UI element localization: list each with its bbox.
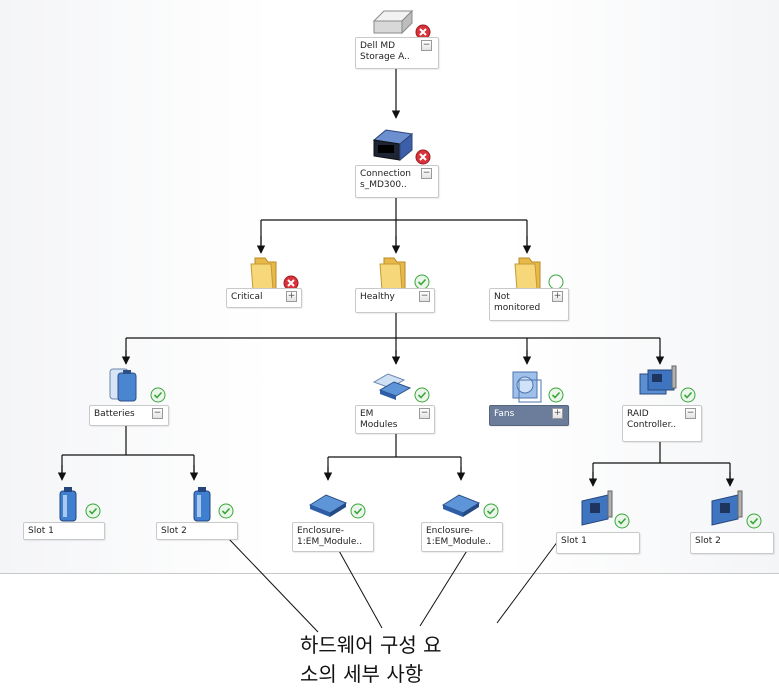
battery-icon	[180, 483, 224, 527]
edge-healthy-categories	[125, 311, 661, 362]
node-em2[interactable]: Enclosure- 1:EM_Module..	[421, 522, 503, 552]
healthy-status-icon	[350, 503, 366, 523]
healthy-status-icon	[150, 387, 166, 407]
node-raid-slot1[interactable]: Slot 1	[556, 532, 640, 554]
panel-divider	[0, 573, 779, 574]
callout-lines	[227, 537, 559, 633]
collapse-toggle[interactable]: −	[421, 168, 432, 179]
server-chassis-icon	[370, 124, 414, 168]
node-label: Connection s_MD300..	[360, 169, 411, 190]
caption-line-1: 하드웨어 구성 요	[300, 633, 442, 657]
folder-icon	[241, 252, 285, 296]
node-batteries[interactable]: Batteries −	[89, 405, 169, 426]
node-raid-slot2[interactable]: Slot 2	[690, 532, 774, 554]
collapse-toggle[interactable]: −	[685, 408, 696, 419]
node-label: Critical	[231, 292, 263, 302]
node-label: Not monitored	[494, 292, 541, 313]
node-label: Slot 1	[561, 536, 587, 546]
node-label: Slot 2	[695, 536, 721, 546]
healthy-status-icon	[746, 513, 762, 533]
node-bat-slot1[interactable]: Slot 1	[23, 522, 105, 540]
node-bat-slot2[interactable]: Slot 2	[156, 522, 238, 540]
em-module-group-icon	[370, 366, 414, 410]
expand-toggle[interactable]: +	[552, 291, 563, 302]
healthy-status-icon	[85, 503, 101, 523]
node-label: Enclosure- 1:EM_Module..	[426, 526, 492, 547]
expand-toggle[interactable]: +	[286, 291, 297, 302]
node-label: Batteries	[94, 409, 135, 419]
healthy-status-icon	[218, 503, 234, 523]
node-label: Healthy	[360, 292, 395, 302]
collapse-toggle[interactable]: −	[419, 408, 430, 419]
healthy-status-icon	[548, 387, 564, 407]
node-label: Enclosure- 1:EM_Module..	[297, 526, 363, 547]
node-storage-array[interactable]: Dell MD Storage A..−	[355, 37, 439, 69]
fan-icon	[505, 366, 549, 410]
edge-em-enclosures	[327, 432, 462, 478]
node-label: Slot 2	[161, 526, 187, 536]
folder-icon	[505, 252, 549, 296]
healthy-status-icon	[483, 503, 499, 523]
battery-icon	[46, 483, 90, 527]
collapse-toggle[interactable]: −	[152, 408, 163, 419]
node-label: Fans	[494, 409, 515, 419]
battery-group-icon	[104, 363, 148, 407]
node-label: Dell MD Storage A..	[360, 41, 410, 62]
collapse-toggle[interactable]: −	[419, 291, 430, 302]
node-fans[interactable]: Fans +	[489, 405, 569, 426]
healthy-status-icon	[680, 387, 696, 407]
node-raid[interactable]: RAID Controller..−	[622, 405, 702, 442]
storage-array-icon	[370, 3, 414, 47]
em-module-icon	[306, 483, 350, 527]
raid-controller-group-icon	[636, 362, 680, 406]
node-em-modules[interactable]: EM Modules −	[355, 405, 435, 434]
raid-card-icon	[708, 487, 752, 531]
node-label: EM Modules	[360, 409, 398, 430]
node-label: Slot 1	[28, 526, 54, 536]
caption-line-2: 소의 세부 사항	[300, 662, 424, 686]
healthy-status-icon	[414, 387, 430, 407]
healthy-status-icon	[614, 513, 630, 533]
node-not-monitored[interactable]: Not monitored +	[489, 288, 569, 321]
edge-connections-folders	[260, 196, 528, 251]
raid-card-icon	[578, 487, 622, 531]
edge-raid-slots	[592, 440, 731, 484]
edge-batteries-slots	[61, 424, 195, 478]
critical-status-icon	[283, 275, 299, 295]
expand-toggle[interactable]: +	[552, 408, 563, 419]
node-critical[interactable]: Critical +	[226, 288, 302, 308]
em-module-icon	[439, 483, 483, 527]
node-label: RAID Controller..	[627, 409, 677, 430]
node-em1[interactable]: Enclosure- 1:EM_Module..	[292, 522, 374, 552]
node-healthy[interactable]: Healthy −	[355, 288, 435, 313]
node-connections[interactable]: Connection s_MD300..−	[355, 165, 439, 198]
collapse-toggle[interactable]: −	[421, 40, 432, 51]
critical-status-icon	[415, 149, 431, 169]
